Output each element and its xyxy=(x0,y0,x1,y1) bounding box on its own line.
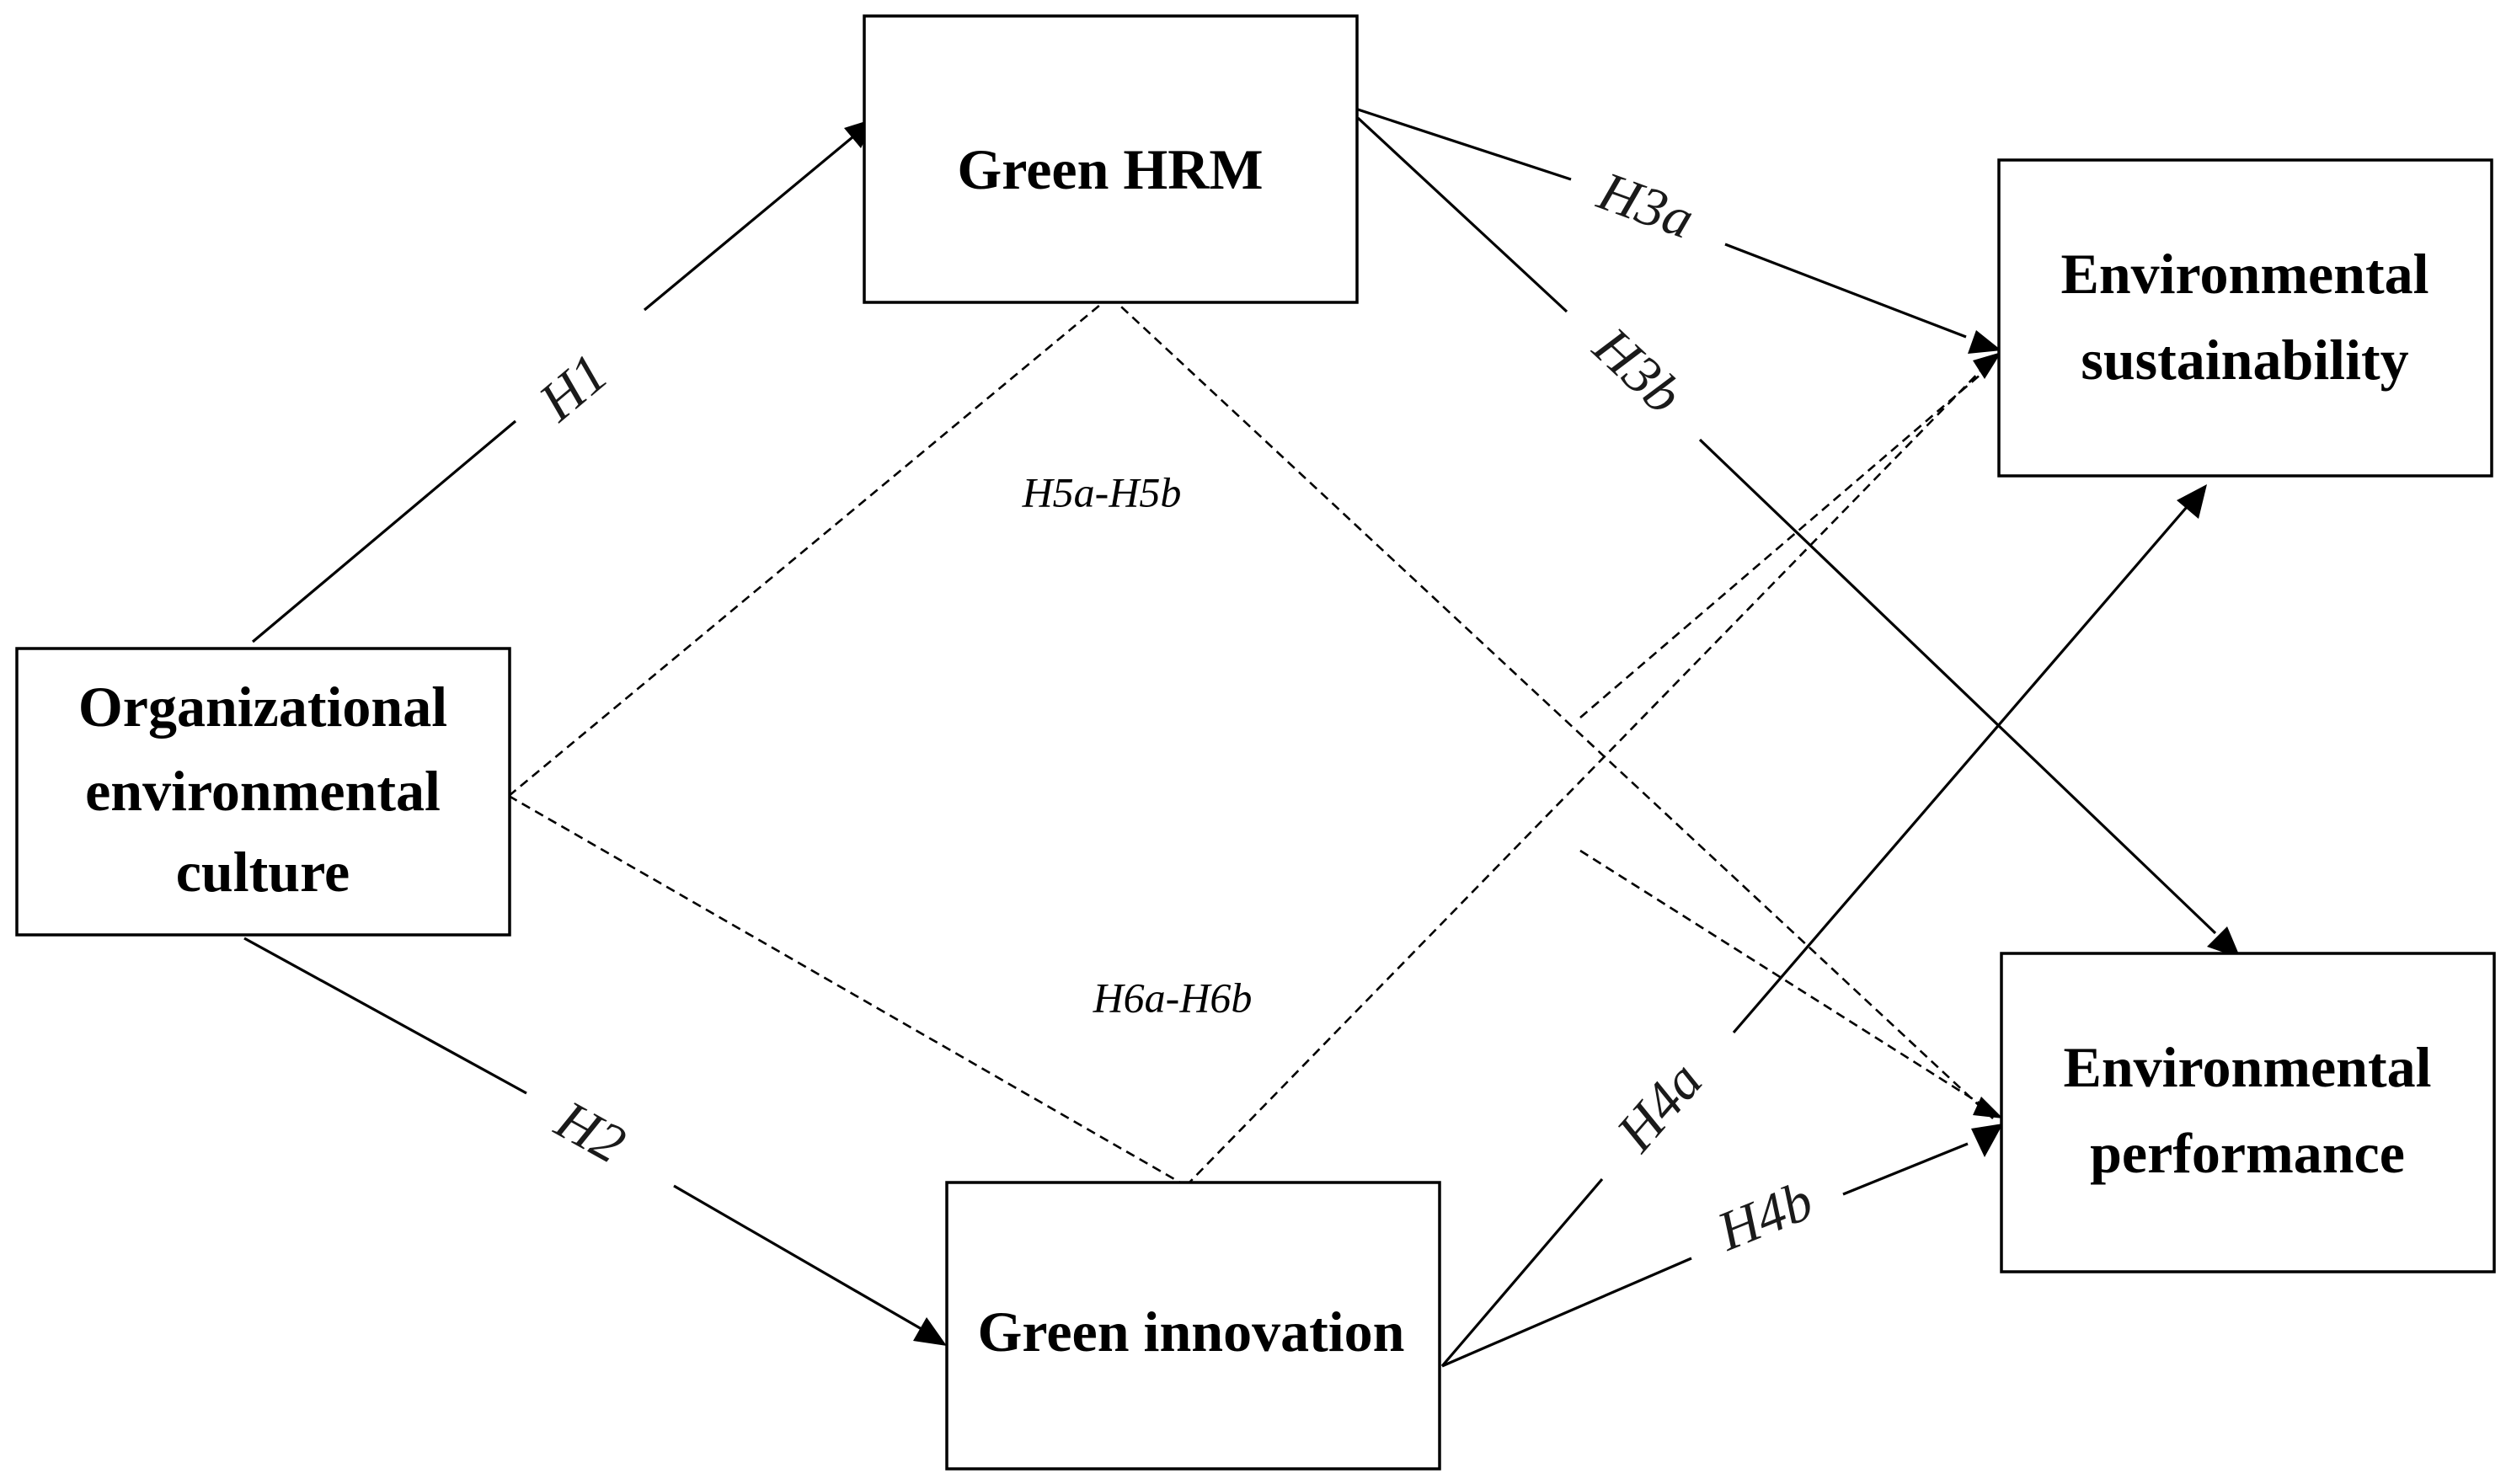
label-h5a-h5b: H5a-H5b xyxy=(1022,468,1182,515)
edge-h4b xyxy=(1441,1124,2003,1368)
node-organizational-environmental-culture: Organizational environmental culture xyxy=(15,647,511,937)
label-h4b: H4b xyxy=(1708,1170,1821,1263)
node-ep-line-1: Environmental xyxy=(2063,1035,2431,1099)
node-gi-line-1: Green innovation xyxy=(978,1300,1405,1364)
mediation-h5-paths xyxy=(508,295,2001,1119)
edge-h4a xyxy=(1440,484,2207,1368)
edge-h3a xyxy=(1357,108,2001,354)
node-es-line-1: Environmental xyxy=(2060,242,2429,306)
node-environmental-performance: Environmental performance xyxy=(2000,952,2496,1273)
node-green-hrm: Green HRM xyxy=(863,14,1359,304)
label-h2: H2 xyxy=(545,1088,635,1175)
label-h6a-h6b: H6a-H6b xyxy=(1093,974,1253,1021)
node-green-innovation: Green innovation xyxy=(945,1181,1441,1471)
node-ghrm-line-1: Green HRM xyxy=(957,137,1263,201)
label-h4a: H4a xyxy=(1605,1050,1714,1163)
node-ep-line-2: performance xyxy=(2090,1121,2405,1185)
label-h3b: H3b xyxy=(1581,315,1694,426)
node-oec-line-1: Organizational xyxy=(78,675,447,739)
edge-h3b xyxy=(1356,116,2241,958)
edge-h2 xyxy=(243,937,947,1346)
mediation-h6-paths xyxy=(508,357,2003,1188)
node-es-line-2: sustainability xyxy=(2081,328,2408,392)
label-h1: H1 xyxy=(527,342,619,433)
node-oec-line-3: culture xyxy=(176,840,350,904)
node-environmental-sustainability: Environmental sustainability xyxy=(1997,158,2493,478)
node-oec-line-2: environmental xyxy=(85,759,441,823)
label-h3a: H3a xyxy=(1590,160,1702,251)
